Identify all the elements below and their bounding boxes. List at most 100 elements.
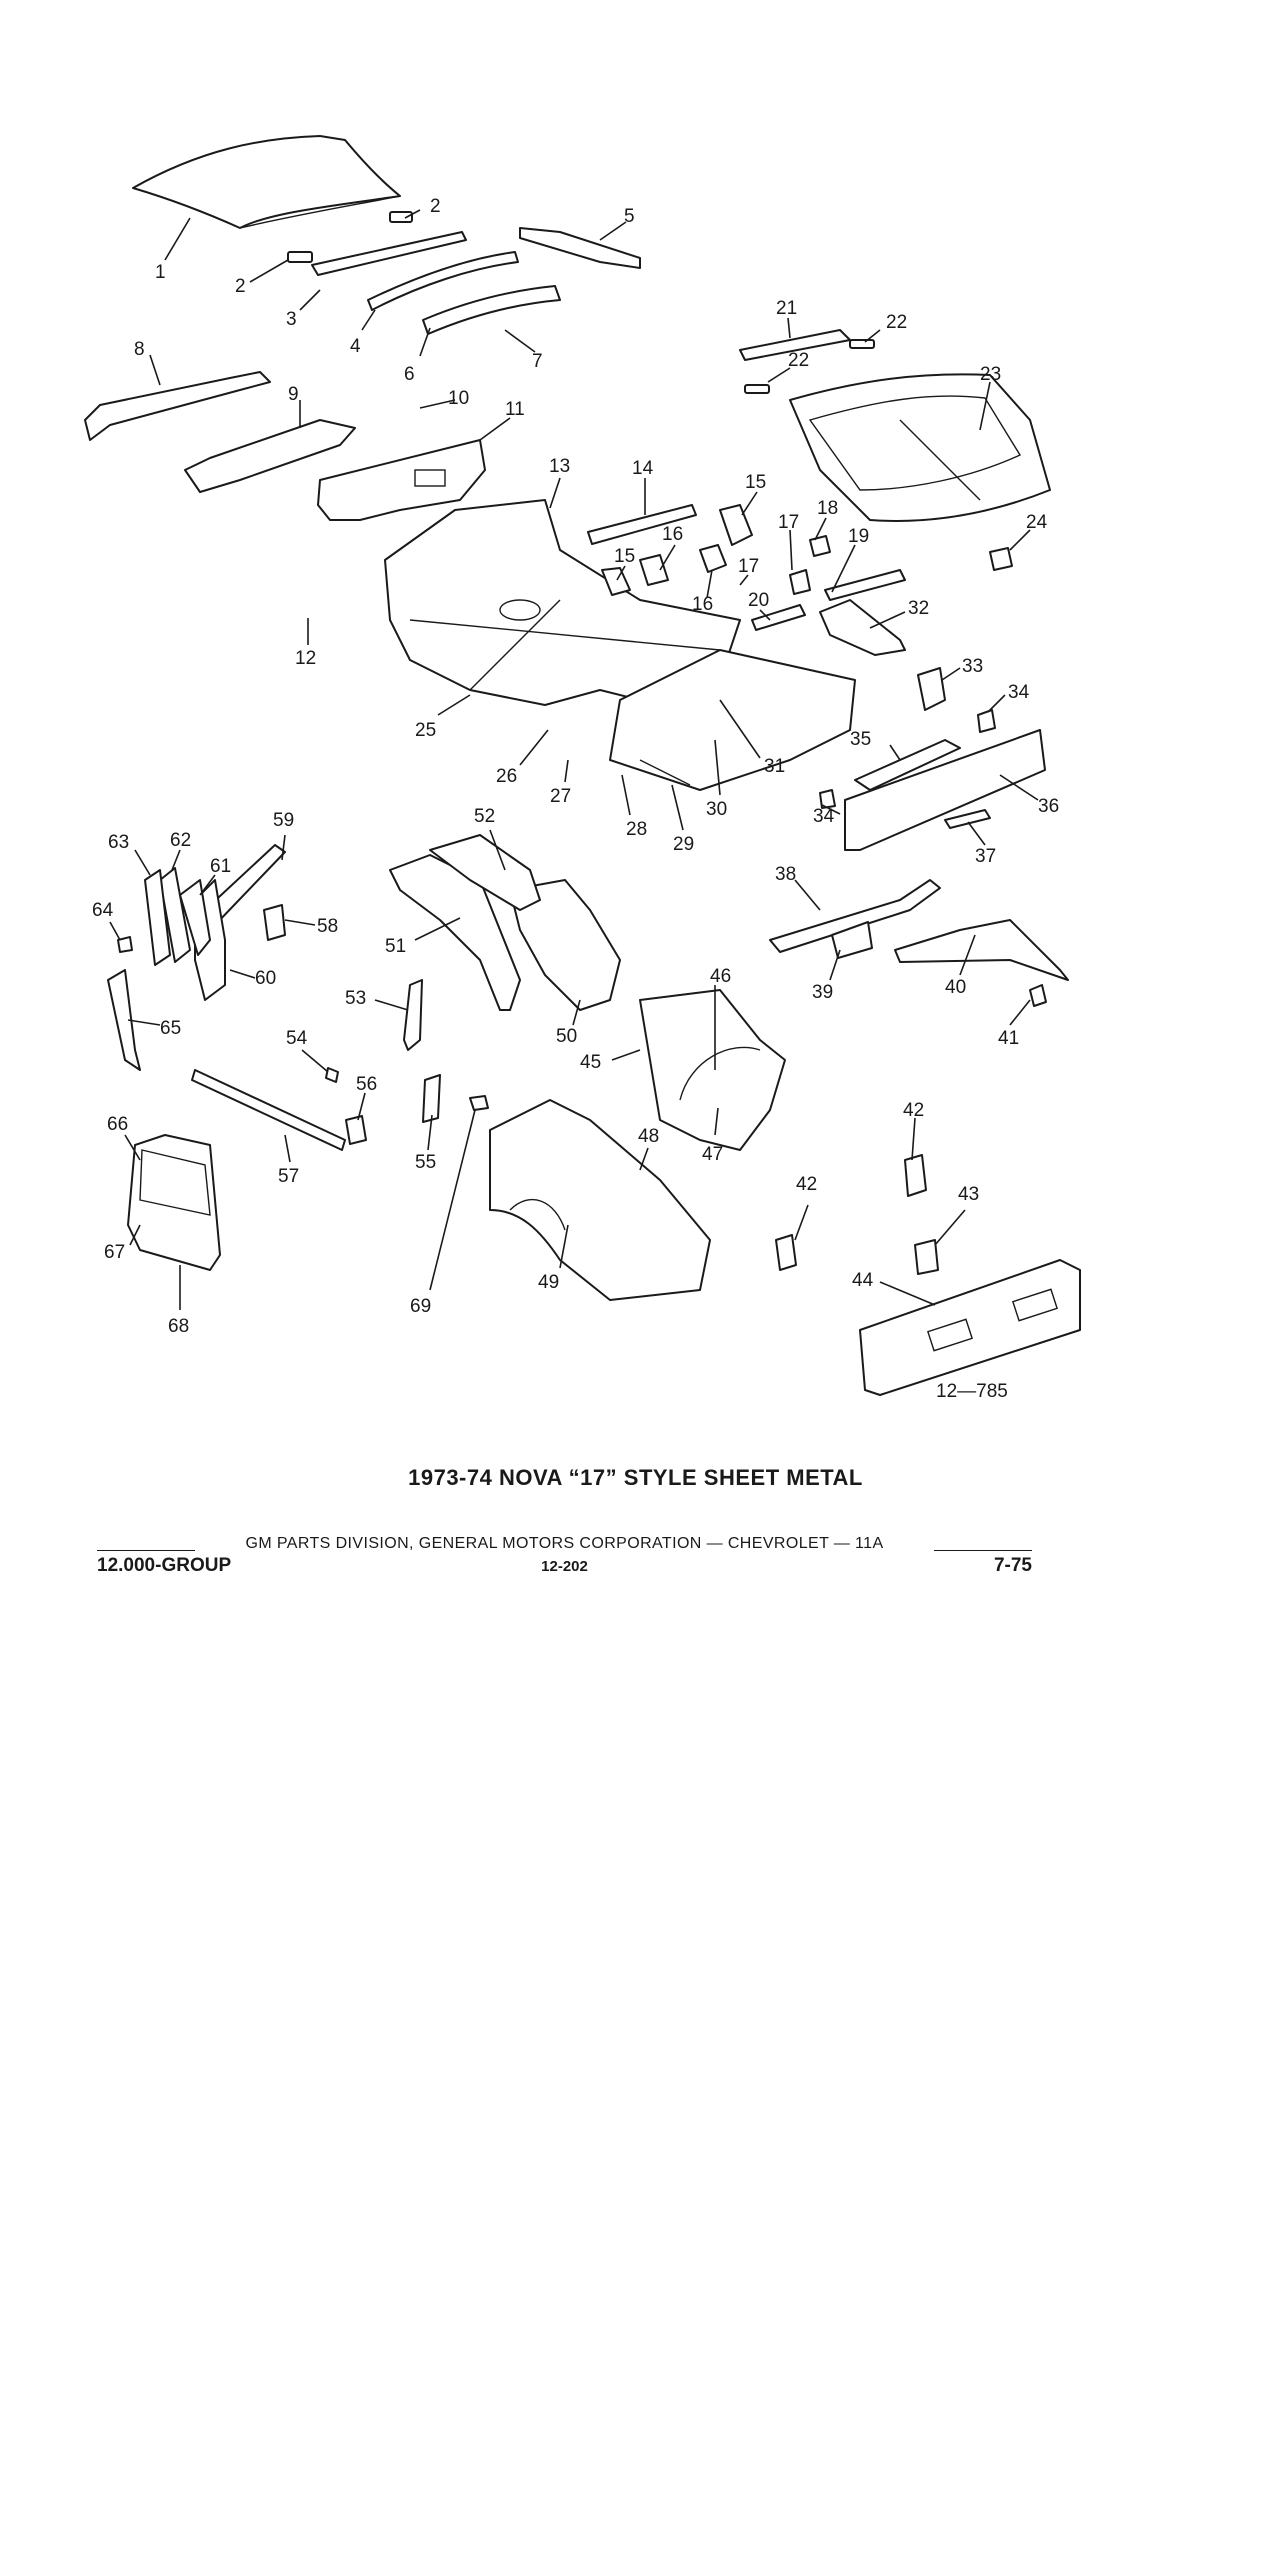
clip-64 [117,936,133,953]
quarter-panel [489,1099,711,1301]
callout-65: 65 [160,1018,181,1039]
callout-49: 49 [538,1272,559,1293]
callout-38: 38 [775,864,796,885]
crossmember-14 [587,504,697,545]
rear-floor-pan [609,649,856,791]
rear-rail-32 [819,599,906,656]
hinge-24 [989,547,1013,571]
callout-31: 31 [764,756,785,777]
dash-panel [317,439,486,521]
roof-panel [132,135,401,229]
callout-32: 32 [908,598,929,619]
bracket-42-upper [904,1154,927,1197]
callout-18: 18 [817,498,838,519]
callout-12: 12 [295,648,316,669]
clip-22-lower [744,384,770,394]
bracket-17 [789,569,811,595]
callout-63: 63 [108,832,129,853]
rear-panel-36 [844,729,1046,851]
callout-5: 5 [624,206,635,227]
diagram-caption: 1973-74 NOVA “17” STYLE SHEET METAL [408,1465,863,1490]
footer-group: 12.000-GROUP [97,1555,232,1576]
callout-labels: 1 2 2 3 4 5 6 7 8 9 10 11 12 13 14 15 15… [92,196,1059,1402]
callout-9: 9 [288,384,299,405]
pillar-63 [144,869,171,966]
callout-67: 67 [104,1242,125,1263]
callout-42a: 42 [903,1100,924,1121]
bracket-56 [345,1115,367,1145]
callout-47: 47 [702,1144,723,1165]
callout-53: 53 [345,988,366,1009]
footer-meta: 12.000-GROUP 12-202 7-75 [97,1555,1032,1581]
footer-corporation: GM PARTS DIVISION, GENERAL MOTORS CORPOR… [245,1535,884,1552]
callout-11: 11 [505,399,525,420]
callout-56: 56 [356,1074,377,1095]
callout-16a: 16 [662,524,683,545]
roof-bow-6 [422,285,561,335]
bracket-15-right [719,504,753,546]
callout-30: 30 [706,799,727,820]
callout-17a: 17 [778,512,799,533]
callout-51: 51 [385,936,406,957]
bracket-34-lower [819,789,836,809]
rocker-panel-57 [191,1069,346,1151]
callout-13: 13 [549,456,570,477]
callout-35: 35 [850,729,871,750]
callout-1: 1 [155,262,166,283]
bracket-69 [469,1095,489,1111]
callout-6: 6 [404,364,415,385]
bracket-34-upper [977,709,996,733]
callout-17b: 17 [738,556,759,577]
bracket-55 [422,1074,441,1123]
bracket-58 [263,904,286,941]
bracket-15-left [601,567,631,596]
bracket-33 [917,667,946,711]
door-frame [127,1134,221,1271]
callout-29: 29 [673,834,694,855]
callout-52: 52 [474,806,495,827]
callout-40: 40 [945,977,966,998]
callout-34a: 34 [1008,682,1030,703]
pillar-62 [159,867,191,963]
bracket-16-right [699,544,727,573]
callout-20: 20 [748,590,769,611]
callout-62: 62 [170,830,191,851]
roof-clip-upper [389,211,413,223]
callout-48: 48 [638,1126,659,1147]
callout-46: 46 [710,966,731,987]
callout-37: 37 [975,846,996,867]
callout-36: 36 [1038,796,1059,817]
bracket-41 [1029,984,1047,1007]
strip-37 [944,809,991,829]
bracket-18 [809,535,831,557]
crossmember-20 [751,604,806,631]
cowl-panel [184,419,356,493]
rail-40 [894,919,1069,981]
wheelhouse-50 [509,879,621,1011]
callout-42b: 42 [796,1174,817,1195]
callout-15b: 15 [614,546,635,567]
pillar-53 [403,979,423,1051]
callout-45: 45 [580,1052,601,1073]
callout-15a: 15 [745,472,766,493]
callout-14: 14 [632,458,654,479]
roof-bow-4 [367,251,519,311]
callout-55: 55 [415,1152,436,1173]
leader-lines [109,209,1039,1310]
callout-39: 39 [812,982,833,1003]
callout-19: 19 [848,526,869,547]
footer-corporation-line: GM PARTS DIVISION, GENERAL MOTORS CORPOR… [97,1535,1032,1557]
rear-panel-35 [854,739,961,791]
callout-8: 8 [134,339,145,360]
roof-rail-5 [519,227,641,269]
footer-rule-right [934,1550,1032,1551]
callout-50: 50 [556,1026,577,1047]
callout-61: 61 [210,856,231,877]
callout-22b: 22 [788,350,809,371]
quarter-inner-panel [639,989,786,1151]
callout-25: 25 [415,720,436,741]
callout-28: 28 [626,819,647,840]
callout-24: 24 [1026,512,1048,533]
bracket-43 [914,1239,939,1275]
callout-4: 4 [350,336,361,357]
